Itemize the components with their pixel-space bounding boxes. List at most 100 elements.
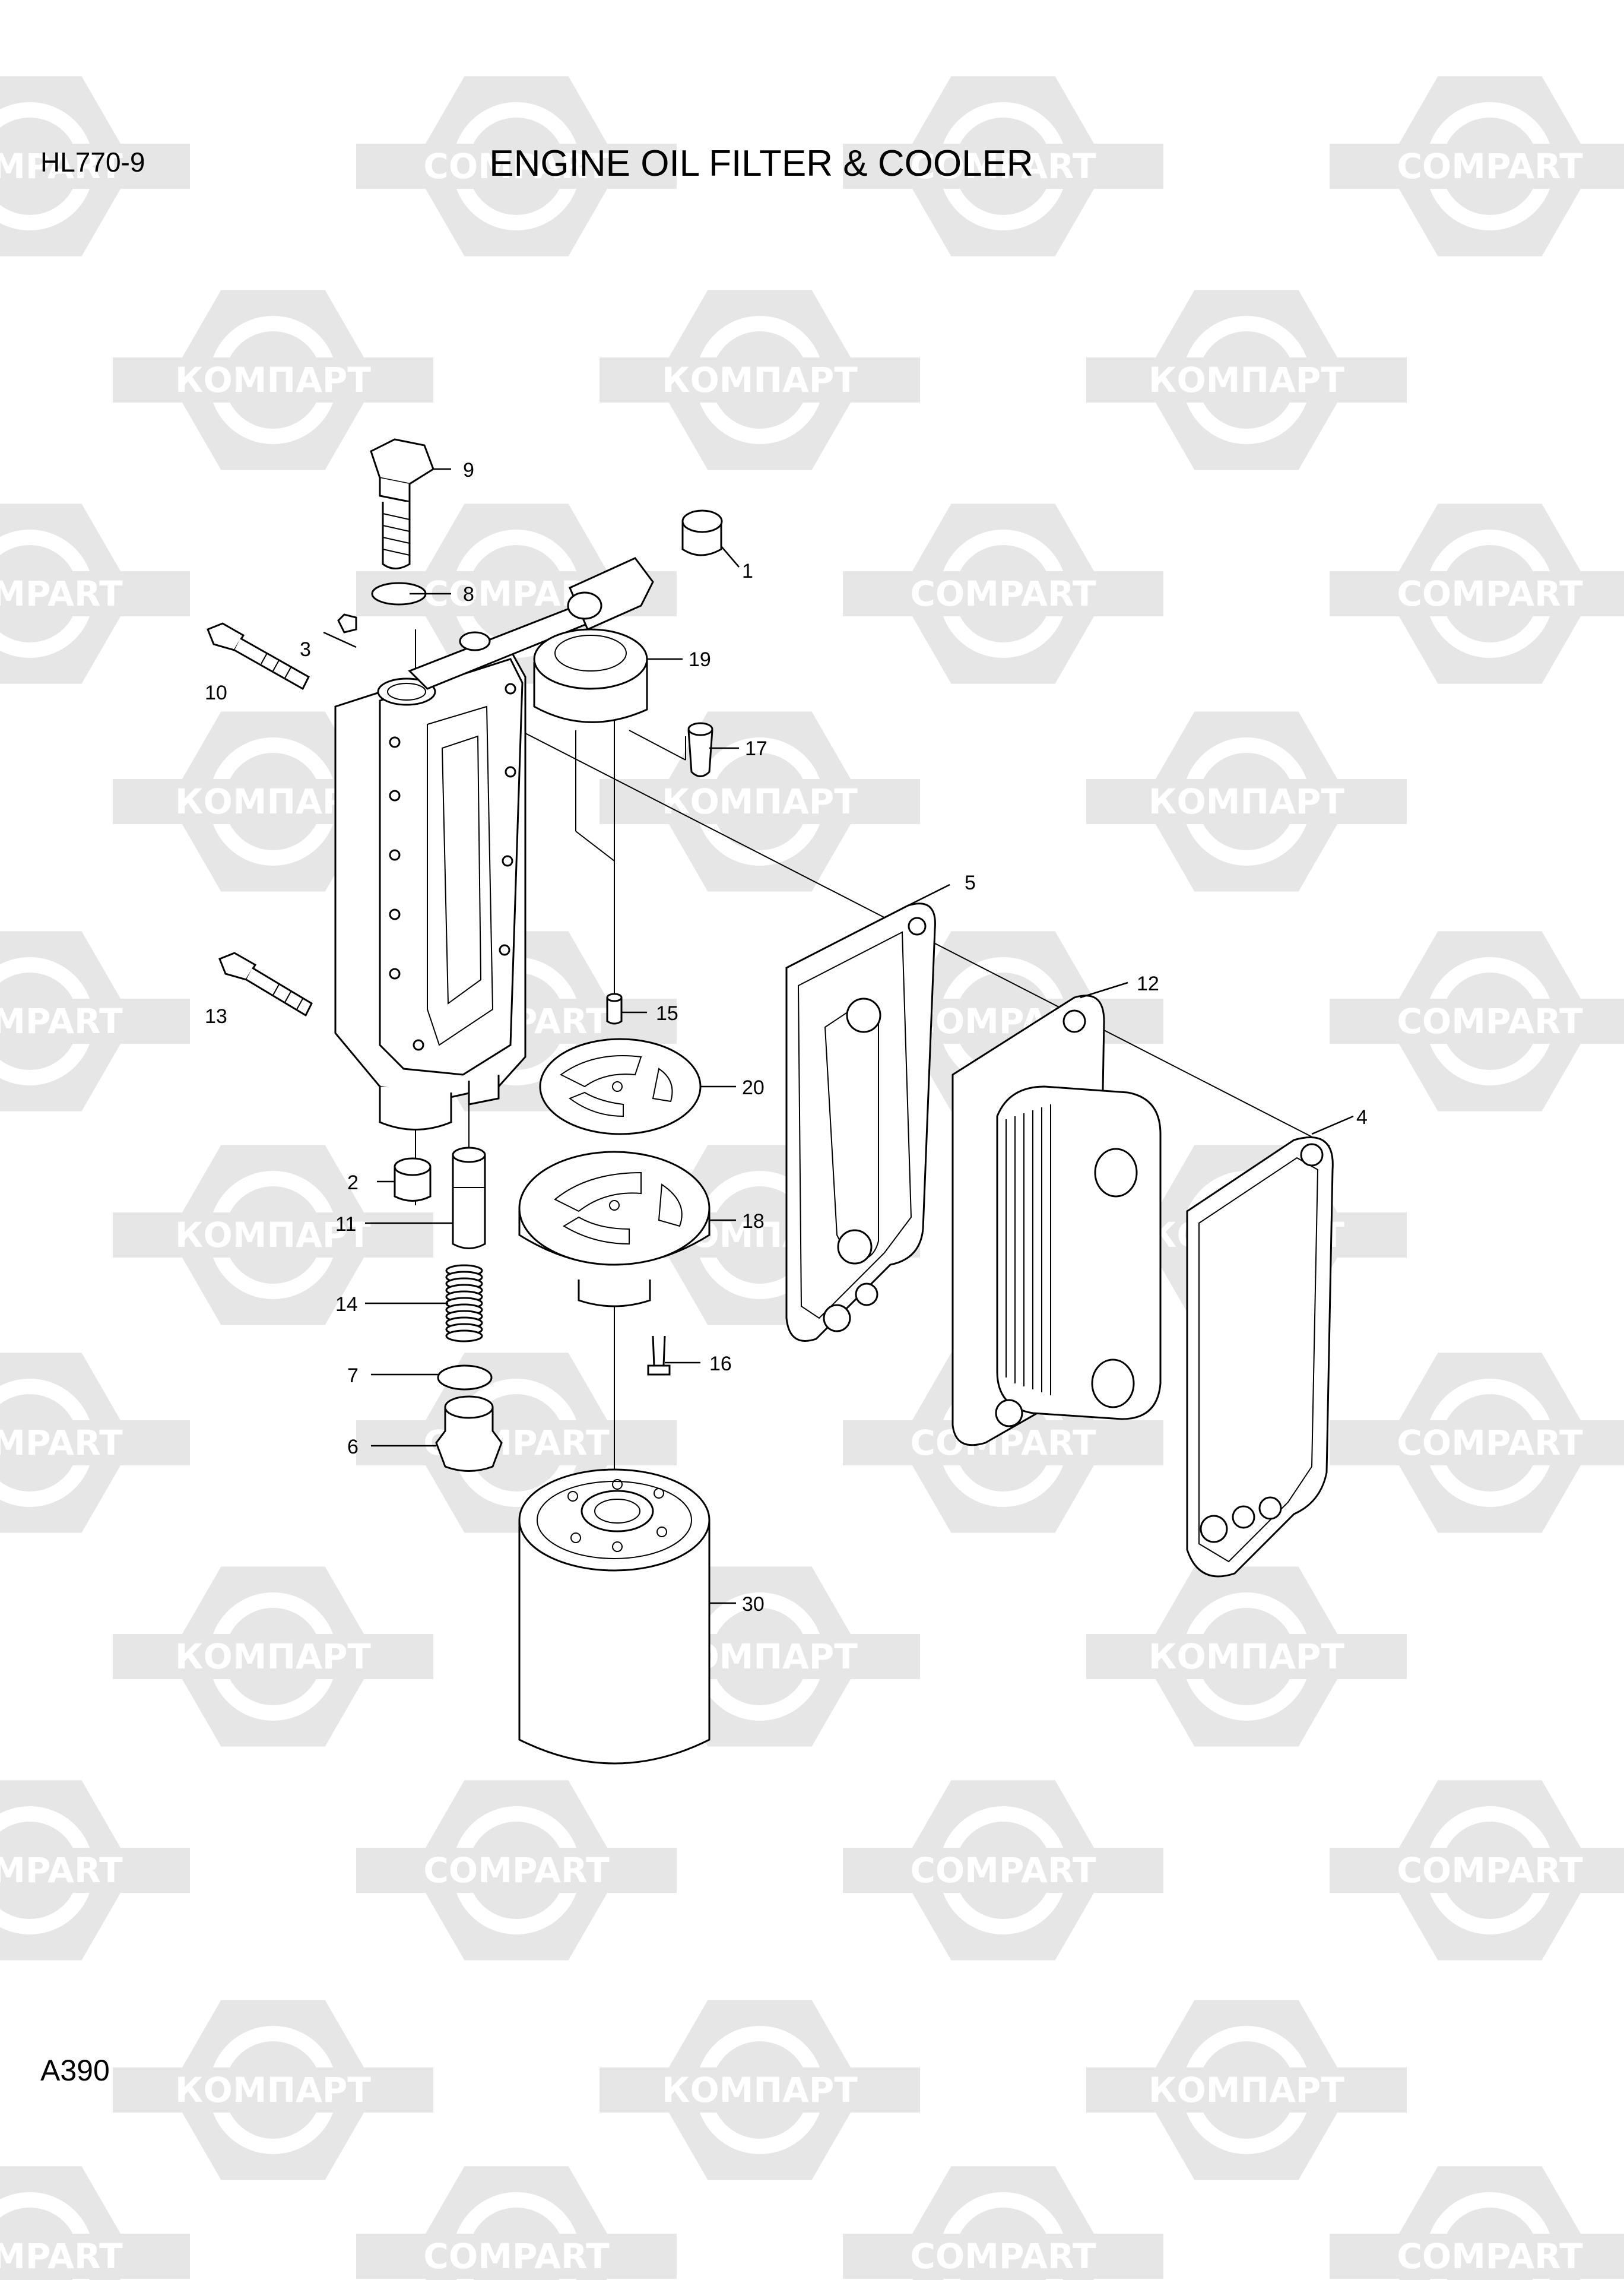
watermark-mark: COMPART (843, 2166, 1163, 2280)
part-15-pin (606, 993, 623, 1025)
watermark-mark: КОМПАРТ (1086, 711, 1407, 892)
svg-text:COMPART: COMPART (1397, 574, 1583, 614)
callout-17: 17 (745, 737, 767, 760)
watermark-mark: COMPART (843, 1780, 1163, 1961)
watermark-mark: COMPART (1330, 2166, 1624, 2280)
callout-8: 8 (463, 583, 474, 606)
watermark-mark: COMPART (1330, 1780, 1624, 1961)
callout-numbers: 1 2 3 4 5 6 7 8 9 10 11 12 13 14 15 16 1… (205, 459, 1368, 1616)
part-9-plug (370, 438, 434, 569)
watermark-mark: КОМПАРТ (113, 1145, 433, 1325)
callout-5: 5 (965, 872, 976, 894)
page-code: A390 (40, 2054, 110, 2087)
svg-text:COMPART: COMPART (0, 1001, 123, 1041)
svg-text:КОМПАРТ: КОМПАРТ (175, 1215, 371, 1255)
part-13-bolt (218, 952, 313, 1017)
svg-text:КОМПАРТ: КОМПАРТ (1149, 2070, 1344, 2110)
callout-7: 7 (347, 1364, 359, 1387)
watermark-mark: КОМПАРТ (113, 290, 433, 470)
callout-1: 1 (742, 560, 753, 582)
callout-14: 14 (335, 1293, 358, 1316)
watermark-mark: COMPART (1330, 931, 1624, 1112)
svg-text:COMPART: COMPART (1397, 2236, 1583, 2276)
watermark-mark: COMPART (0, 1780, 190, 1961)
callout-20: 20 (742, 1076, 765, 1099)
callout-9: 9 (463, 459, 474, 482)
callout-13: 13 (205, 1005, 227, 1028)
watermark-mark: КОМПАРТ (1086, 2000, 1407, 2180)
watermark-mark: COMPART (356, 76, 677, 256)
svg-text:КОМПАРТ: КОМПАРТ (662, 360, 858, 400)
watermark-mark: КОМПАРТ (1086, 1566, 1407, 1747)
part-5-gasket (785, 902, 936, 1342)
part-4-gasket (1186, 1136, 1334, 1578)
part-14-spring (445, 1264, 483, 1342)
watermark-mark: КОМПАРТ (600, 290, 920, 470)
svg-text:COMPART: COMPART (0, 1850, 123, 1890)
page-title: ENGINE OIL FILTER & COOLER (489, 143, 1033, 184)
callout-10: 10 (205, 682, 227, 704)
callout-3: 3 (300, 638, 311, 661)
svg-text:КОМПАРТ: КОМПАРТ (662, 781, 858, 822)
watermark-mark: COMPART (0, 76, 190, 256)
part-11-plunger (452, 1147, 486, 1249)
svg-text:COMPART: COMPART (910, 146, 1096, 186)
part-20-plate (539, 1038, 702, 1135)
callout-15: 15 (656, 1002, 678, 1025)
watermark-mark: COMPART (843, 504, 1163, 684)
watermark-mark: COMPART (843, 76, 1163, 256)
svg-text:КОМПАРТ: КОМПАРТ (175, 360, 371, 400)
watermark-mark: КОМПАРТ (600, 2000, 920, 2180)
watermark-mark: КОМПАРТ (113, 2000, 433, 2180)
watermark-mark: КОМПАРТ (113, 1566, 433, 1747)
svg-text:COMPART: COMPART (1397, 1423, 1583, 1463)
watermark-mark: COMPART (1330, 76, 1624, 256)
part-12-oil-cooler (951, 995, 1162, 1446)
callout-2: 2 (347, 1171, 359, 1194)
part-6-plug (435, 1395, 503, 1472)
watermark-mark: COMPART (0, 504, 190, 684)
svg-text:КОМПАРТ: КОМПАРТ (1149, 781, 1344, 822)
part-7-o-ring (437, 1364, 493, 1391)
svg-text:КОМПАРТ: КОМПАРТ (175, 1636, 371, 1677)
svg-text:COMPART: COMPART (0, 146, 123, 186)
svg-text:КОМПАРТ: КОМПАРТ (662, 2070, 858, 2110)
svg-text:COMPART: COMPART (910, 2236, 1096, 2276)
svg-text:КОМПАРТ: КОМПАРТ (1149, 360, 1344, 400)
watermark-mark: COMPART (0, 931, 190, 1112)
model-code: HL770-9 (40, 147, 145, 178)
part-3-screw (337, 613, 357, 634)
callout-30: 30 (742, 1593, 765, 1616)
watermark-mark: COMPART (1330, 1353, 1624, 1533)
part-18-adapter (518, 1151, 710, 1307)
svg-text:COMPART: COMPART (910, 1850, 1096, 1890)
spring-coil (445, 1329, 483, 1342)
part-16-bolt (647, 1335, 671, 1376)
watermark-mark: COMPART (356, 1780, 677, 1961)
callout-11: 11 (335, 1213, 356, 1236)
svg-text:COMPART: COMPART (1397, 1001, 1583, 1041)
callout-leaders (323, 468, 1354, 1604)
part-17-valve (687, 722, 713, 777)
svg-text:КОМПАРТ: КОМПАРТ (1149, 1636, 1344, 1677)
watermark-mark: КОМПАРТ (600, 711, 920, 892)
svg-text:COMPART: COMPART (423, 2236, 610, 2276)
part-30-oil-filter (518, 1468, 710, 1765)
svg-text:КОМПАРТ: КОМПАРТ (175, 2070, 371, 2110)
svg-text:COMPART: COMPART (423, 146, 610, 186)
watermark-mark: COMPART (0, 1353, 190, 1533)
callout-19: 19 (689, 648, 711, 671)
filter-head-housing (334, 557, 654, 1130)
watermark-mark: COMPART (1330, 504, 1624, 684)
callout-12: 12 (1137, 973, 1159, 995)
callout-4: 4 (1356, 1106, 1368, 1129)
svg-text:COMPART: COMPART (0, 2236, 123, 2276)
part-1-plug (681, 509, 723, 556)
watermark-mark: COMPART (0, 2166, 190, 2280)
svg-text:COMPART: COMPART (0, 574, 123, 614)
part-2-plug (394, 1157, 432, 1202)
svg-text:COMPART: COMPART (1397, 146, 1583, 186)
svg-text:COMPART: COMPART (910, 574, 1096, 614)
svg-text:COMPART: COMPART (0, 1423, 123, 1463)
